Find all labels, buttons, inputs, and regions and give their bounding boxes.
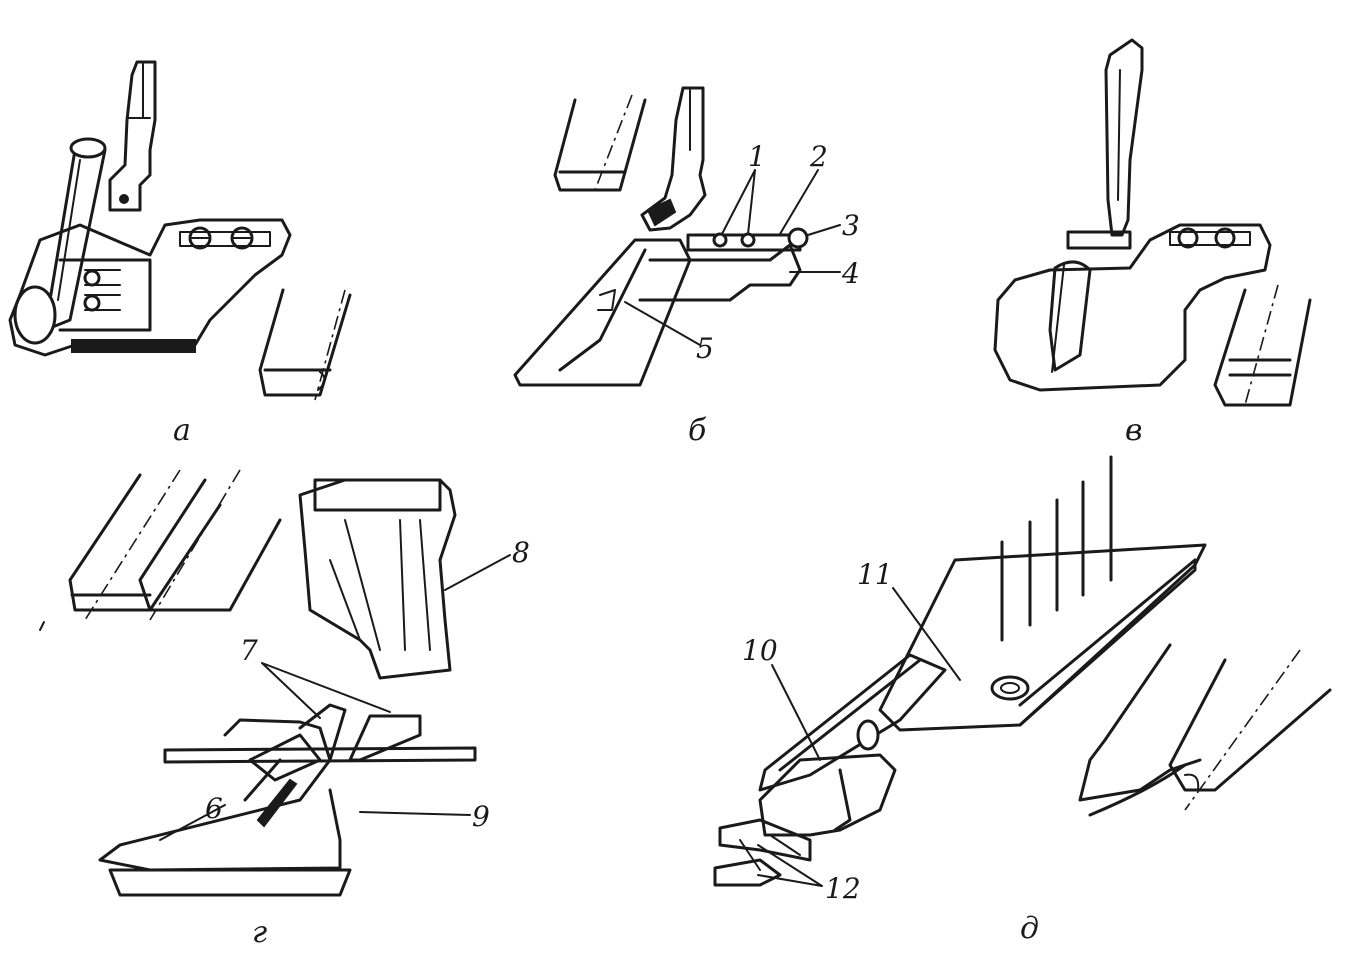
callout-4: 4 [841,257,860,290]
panel-g-drawing [39,469,511,897]
callout-6: 6 [205,792,223,825]
callout-9: 9 [472,800,490,833]
callout-5: 5 [696,332,714,365]
callout-11: 11 [857,558,893,591]
callout-3: 3 [842,209,860,242]
panel-a-drawing [8,60,352,401]
callout-2: 2 [809,140,828,173]
panel-g-label: г [252,915,267,950]
panel-v-label: в [1125,413,1142,448]
callout-12: 12 [825,872,861,905]
callout-1: 1 [748,140,766,173]
panel-a-label: а [173,413,191,448]
callout-8: 8 [512,536,530,569]
panel-v-drawing [993,38,1312,407]
callout-10: 10 [742,634,778,667]
panel-b-drawing [513,86,841,387]
panel-d-drawing [713,455,1332,887]
panel-d-label: д [1020,911,1039,946]
callout-7: 7 [240,634,258,667]
panel-b-label: б [688,413,707,448]
